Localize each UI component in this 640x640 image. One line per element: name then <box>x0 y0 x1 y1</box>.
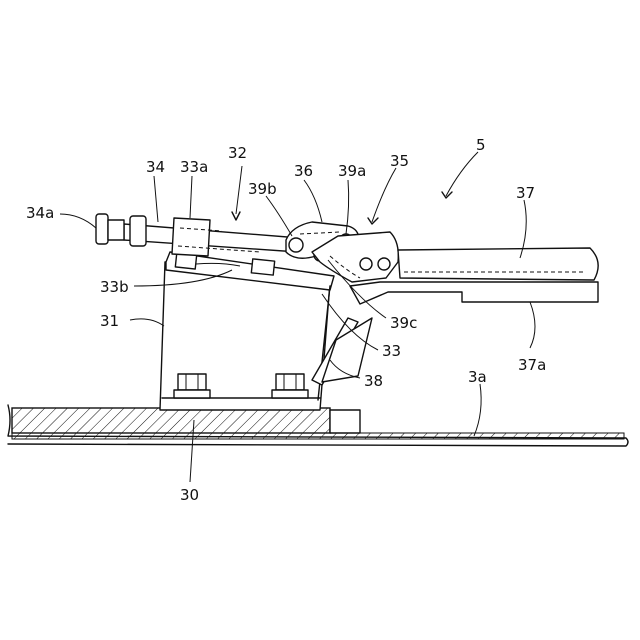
label-36: 36 <box>294 162 313 180</box>
label-31: 31 <box>100 312 119 330</box>
spindle-34 <box>96 214 300 256</box>
label-38: 38 <box>364 372 383 390</box>
label-30: 30 <box>180 486 199 504</box>
label-39c: 39c <box>390 314 417 332</box>
label-3a: 3a <box>468 368 487 386</box>
label-33b: 33b <box>100 278 129 296</box>
label-5: 5 <box>476 136 486 154</box>
bolt-right <box>272 374 308 398</box>
label-32: 32 <box>228 144 247 162</box>
label-37a: 37a <box>518 356 546 374</box>
label-39a: 39a <box>338 162 366 180</box>
label-35: 35 <box>390 152 409 170</box>
label-33a: 33a <box>180 158 208 176</box>
mounting-block-30 <box>12 408 360 433</box>
label-34: 34 <box>146 158 165 176</box>
label-34a: 34a <box>26 204 54 222</box>
label-33: 33 <box>382 342 401 360</box>
label-37: 37 <box>516 184 535 202</box>
bolt-left <box>174 374 210 398</box>
top-bolt-right-33b <box>251 259 274 275</box>
label-39b: 39b <box>248 180 277 198</box>
